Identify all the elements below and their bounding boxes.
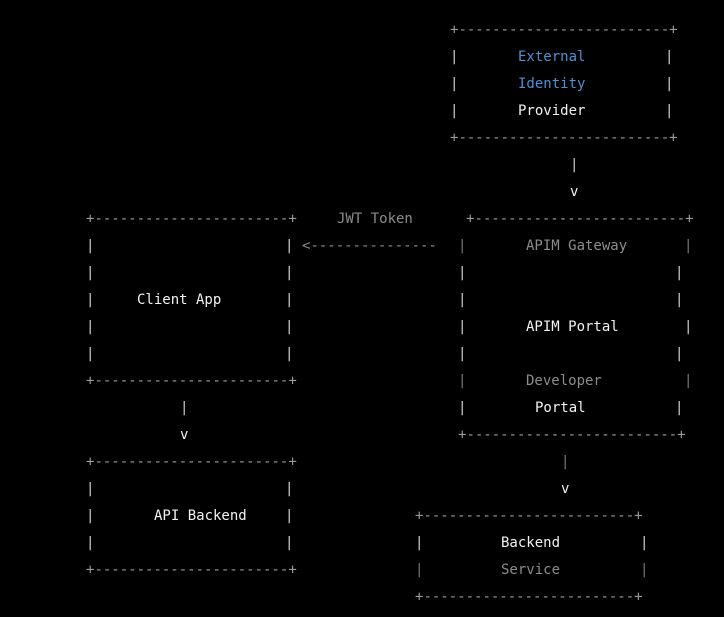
idp-box-left-edge: | xyxy=(450,103,459,119)
client-box-right-edge: | xyxy=(285,346,294,362)
apim-box-bottom-border: +-------------------------+ xyxy=(458,427,686,443)
api-box-bottom-border: +-----------------------+ xyxy=(86,562,297,578)
apim-to-backend-arrowhead: v xyxy=(561,481,570,497)
jwt-token-label: JWT Token xyxy=(337,211,413,227)
jwt-token-arrow: <--------------- xyxy=(302,238,437,254)
client-box-left-edge: | xyxy=(86,265,95,281)
developer-label: Developer xyxy=(526,373,602,389)
apim-gateway-label: APIM Gateway xyxy=(526,238,628,254)
apim-box-left-edge: | xyxy=(458,265,467,281)
client-box-top-border: +-----------------------+ xyxy=(86,211,297,227)
client-to-api-connector: | xyxy=(180,400,189,416)
idp-box-left-edge: | xyxy=(450,49,459,65)
api-box-right-edge: | xyxy=(285,508,294,524)
api-box-left-edge: | xyxy=(86,481,95,497)
apim-box-right-edge: | xyxy=(684,373,693,389)
apim-box-left-edge: | xyxy=(458,238,467,254)
apim-box-left-edge: | xyxy=(458,400,467,416)
apim-box-right-edge: | xyxy=(675,400,684,416)
apim-to-backend-connector: | xyxy=(561,454,570,470)
client-box-right-edge: | xyxy=(285,238,294,254)
client-box-right-edge: | xyxy=(285,292,294,308)
client-box-left-edge: | xyxy=(86,238,95,254)
backend-box-top-border: +-------------------------+ xyxy=(415,508,643,524)
idp-box-left-edge: | xyxy=(450,76,459,92)
apim-box-right-edge: | xyxy=(684,238,693,254)
client-to-api-arrowhead: v xyxy=(180,427,189,443)
apim-box-top-border: +-------------------------+ xyxy=(466,211,694,227)
apim-box-left-edge: | xyxy=(458,346,467,362)
backend-box-left-edge: | xyxy=(415,562,424,578)
apim-box-right-edge: | xyxy=(675,292,684,308)
backend-box-right-edge: | xyxy=(640,562,649,578)
apim-box-left-edge: | xyxy=(458,373,467,389)
idp-to-gateway-connector: | xyxy=(570,157,579,173)
apim-portal-label: APIM Portal xyxy=(526,319,619,335)
apim-box-left-edge: | xyxy=(458,319,467,335)
backend-box-left-edge: | xyxy=(415,535,424,551)
client-box-right-edge: | xyxy=(285,319,294,335)
backend-service-label-line2: Service xyxy=(501,562,561,578)
api-box-right-edge: | xyxy=(285,535,294,551)
api-box-right-edge: | xyxy=(285,481,294,497)
idp-to-gateway-arrowhead: v xyxy=(570,184,579,200)
client-box-left-edge: | xyxy=(86,319,95,335)
api-box-left-edge: | xyxy=(86,535,95,551)
idp-label-line2: Identity xyxy=(518,76,586,92)
backend-box-bottom-border: +-------------------------+ xyxy=(415,589,643,605)
backend-service-label-line1: Backend xyxy=(501,535,561,551)
idp-box-top-border: +-------------------------+ xyxy=(450,22,678,38)
apim-box-right-edge: | xyxy=(675,346,684,362)
idp-box-bottom-border: +-------------------------+ xyxy=(450,130,678,146)
client-box-right-edge: | xyxy=(285,265,294,281)
client-app-label: Client App xyxy=(137,292,222,308)
backend-box-right-edge: | xyxy=(640,535,649,551)
api-backend-label: API Backend xyxy=(154,508,247,524)
idp-label-line1: External xyxy=(518,49,586,65)
client-box-left-edge: | xyxy=(86,292,95,308)
idp-box-right-edge: | xyxy=(665,103,674,119)
api-box-top-border: +-----------------------+ xyxy=(86,454,297,470)
apim-box-right-edge: | xyxy=(684,319,693,335)
client-box-bottom-border: +-----------------------+ xyxy=(86,373,297,389)
api-box-left-edge: | xyxy=(86,508,95,524)
idp-box-right-edge: | xyxy=(665,49,674,65)
apim-box-left-edge: | xyxy=(458,292,467,308)
idp-box-right-edge: | xyxy=(665,76,674,92)
developer-portal-label: Portal xyxy=(535,400,586,416)
apim-box-right-edge: | xyxy=(675,265,684,281)
idp-label-line3: Provider xyxy=(518,103,586,119)
client-box-left-edge: | xyxy=(86,346,95,362)
